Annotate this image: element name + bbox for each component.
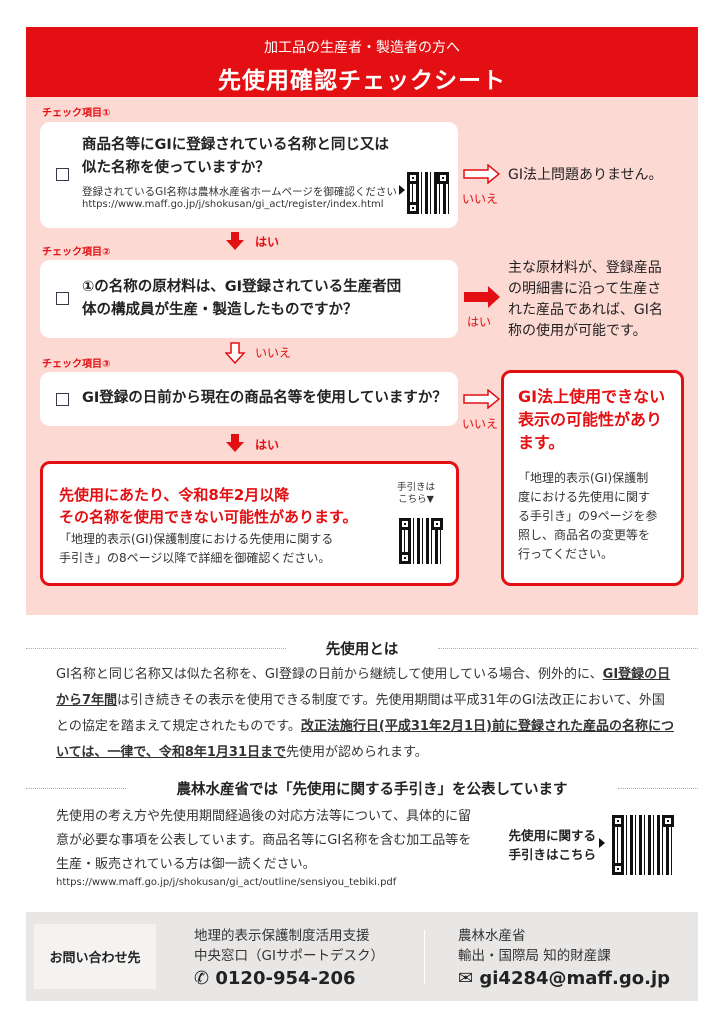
outline-arrow-right-icon (463, 164, 501, 184)
check1-checkbox[interactable] (56, 168, 69, 181)
result-line: 主な原材料が、登録産品 (508, 260, 662, 276)
result-yes-text-line1: 「地理的表示(GI)保護制度における先使用に関する (59, 532, 334, 546)
desk-line1: 地理的表示保護制度活用支援 (194, 928, 370, 944)
desk-line2: 中央窓口（GIサポートデスク） (194, 948, 384, 964)
solid-arrow-right-icon (464, 286, 500, 308)
ministry: 農林水産省 (458, 928, 526, 944)
emphasis: GI登録の日から7年間 (56, 667, 671, 708)
check3-checkbox[interactable] (56, 393, 69, 406)
qr-caption-line2: 手引きはこちら (508, 847, 596, 862)
check1-question-line2: 似た名称を使っていますか？ (82, 160, 270, 176)
result-yes-text-line2: 手引き」の8ページ以降で詳細を御確認ください。 (59, 551, 331, 565)
section-title-senshiyou: 先使用とは (325, 642, 399, 658)
section1-paragraph: GI名称と同じ名称又は似た名称を、GI登録の日前から継続して使用している場合、例… (56, 662, 676, 766)
check1-yes-label: はい (255, 235, 280, 249)
section2-url[interactable]: https://www.maff.go.jp/j/shokusan/gi_act… (56, 877, 397, 888)
check1-card: 商品名等にGIに登録されている名称と同じ又は 似た名称を使っていますか？ 登録さ… (40, 122, 458, 228)
triangle-right-icon (599, 838, 605, 848)
check3-yes-label: はい (255, 438, 280, 452)
section2-text: 先使用の考え方や先使用期間経過後の対応方法等について、具体的に留意が必要な事項を… (56, 809, 472, 872)
triangle-right-icon (399, 185, 405, 195)
phone-number[interactable]: 0120-954-206 (215, 968, 356, 989)
result-line: 称の使用が可能です。 (508, 323, 647, 339)
text: は引き続きその表示を使用できる制度です。先使用期間は平成31年のGI法改正におい… (56, 693, 665, 734)
result-no-title-line: GI法上使用できない (518, 387, 666, 406)
bureau: 輸出・国際局 知的財産課 (458, 948, 611, 964)
check2-yes-result: 主な原材料が、登録産品 の明細書に沿って生産さ れた産品であれば、GI名 称の使… (508, 258, 663, 342)
check2-card: ①の名称の原材料は、GI登録されている生産者団 体の構成員が生産・製造したもので… (40, 260, 458, 338)
qr-code[interactable] (407, 172, 449, 214)
outline-arrow-down-icon (225, 342, 245, 364)
result-no-text-line: 度における先使用に関す (518, 490, 651, 504)
divider (26, 788, 126, 789)
arrow-down-icon (226, 442, 244, 452)
divider (618, 788, 698, 789)
divider (438, 648, 698, 649)
contact-footer: お問い合わせ先 地理的表示保護制度活用支援 中央窓口（GIサポートデスク） ✆ … (26, 912, 698, 1001)
result-yes-title-line1: 先使用にあたり、令和8年2月以降 (59, 486, 290, 504)
qr-caption-line1: 手引きは (397, 482, 436, 493)
phone-icon: ✆ (194, 968, 210, 989)
email-address[interactable]: gi4284@maff.go.jp (479, 968, 670, 989)
emphasis: 改正法施行日(平成31年2月1日)前に登録された産品の名称については、一律で、令… (56, 719, 674, 760)
check3-label: チェック項目③ (42, 359, 111, 370)
check1-label: チェック項目① (42, 108, 111, 119)
qr-caption-line2: こちら▼ (398, 494, 434, 505)
check1-note: 登録されているGI名称は農林水産省ホームページを御確認ください (82, 186, 397, 198)
result-line: れた産品であれば、GI名 (508, 302, 663, 318)
arrow-down-icon (226, 240, 244, 250)
result-no-text-line: 行ってください。 (518, 547, 614, 561)
qr-code[interactable] (399, 518, 443, 564)
check2-label: チェック項目② (42, 247, 111, 258)
check2-no-label: いいえ (255, 346, 292, 360)
result-line: の明細書に沿って生産さ (508, 281, 662, 297)
result-no-text-line: 照し、商品名の変更等を (518, 528, 651, 542)
page-title: 先使用確認チェックシート (218, 68, 506, 94)
check3-no-label: いいえ (462, 417, 499, 431)
contact-label: お問い合わせ先 (34, 924, 156, 989)
check1-no-result: GI法上問題ありません。 (508, 167, 663, 183)
result-no-box: GI法上使用できない 表示の可能性があり ます。 「地理的表示(GI)保護制 度… (501, 370, 684, 586)
qr-code[interactable] (612, 815, 674, 875)
result-yes-box: 先使用にあたり、令和8年2月以降 その名称を使用できない可能性があります。 「地… (40, 461, 459, 586)
result-no-title-line: 表示の可能性があり (518, 410, 663, 429)
result-no-title-line: ます。 (518, 433, 565, 452)
outline-arrow-right-icon (463, 389, 501, 409)
check3-card: GI登録の日前から現在の商品名等を使用していますか？ (40, 372, 458, 426)
section-title-tebiki: 農林水産省では「先使用に関する手引き」を公表しています (176, 782, 568, 798)
mail-icon: ✉ (458, 968, 474, 989)
check3-question: GI登録の日前から現在の商品名等を使用していますか？ (82, 390, 447, 406)
qr-caption-line1: 先使用に関する (508, 828, 596, 843)
check2-yes-label: はい (467, 315, 492, 329)
text: GI名称と同じ名称又は似た名称を、GI登録の日前から継続して使用している場合、例… (56, 667, 603, 682)
header-banner: 加工品の生産者・製造者の方へ 先使用確認チェックシート (26, 27, 698, 97)
check2-question-line2: 体の構成員が生産・製造したものですか？ (82, 302, 358, 318)
arrow-down-stem (231, 232, 239, 241)
check1-no-label: いいえ (462, 192, 499, 206)
check1-question-line1: 商品名等にGIに登録されている名称と同じ又は (82, 137, 389, 153)
result-yes-title-line2: その名称を使用できない可能性があります。 (59, 508, 358, 526)
text: 先使用が認められます。 (286, 745, 428, 760)
arrow-down-stem (231, 434, 239, 443)
divider (424, 930, 425, 984)
check2-question-line1: ①の名称の原材料は、GI登録されている生産者団 (82, 279, 402, 295)
check2-checkbox[interactable] (56, 292, 69, 305)
header-subtitle: 加工品の生産者・製造者の方へ (264, 40, 460, 56)
divider (26, 648, 286, 649)
check1-url[interactable]: https://www.maff.go.jp/j/shokusan/gi_act… (82, 199, 384, 210)
result-no-text-line: る手引き」の9ページを参 (518, 509, 658, 523)
result-no-text-line: 「地理的表示(GI)保護制 (518, 471, 649, 485)
